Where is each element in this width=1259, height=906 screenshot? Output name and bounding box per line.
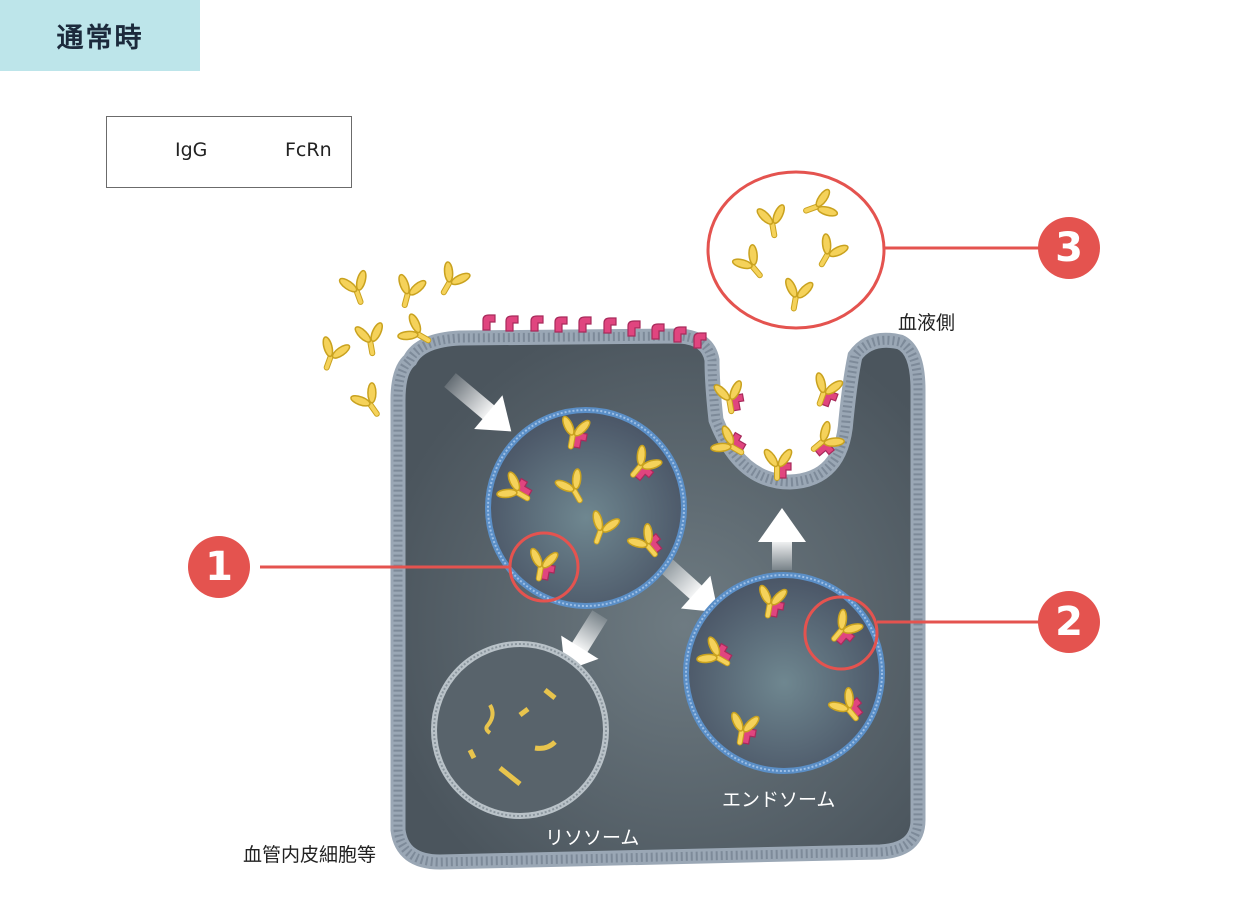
blood-side-label: 血液側 <box>898 312 956 334</box>
arrow-uptake <box>444 373 512 432</box>
legend-fcrn-label: FcRn <box>285 139 332 161</box>
step-3-badge: 3 <box>1038 217 1100 279</box>
cell-type-label: 血管内皮細胞等 <box>243 844 377 866</box>
arrow-to-surface <box>758 508 806 570</box>
legend-igg-label: IgG <box>175 139 208 161</box>
legend: IgG FcRn <box>106 116 352 188</box>
highlight-circle-2 <box>803 595 879 671</box>
page-title: 通常時 <box>0 0 200 71</box>
degraded-igg <box>467 688 557 786</box>
lysosome-label: リソソーム <box>545 827 640 849</box>
step-2-badge: 2 <box>1038 591 1100 653</box>
step-1-badge: 1 <box>188 536 250 598</box>
highlight-circle-3 <box>706 170 886 330</box>
endosome-label: エンドソーム <box>722 789 836 811</box>
